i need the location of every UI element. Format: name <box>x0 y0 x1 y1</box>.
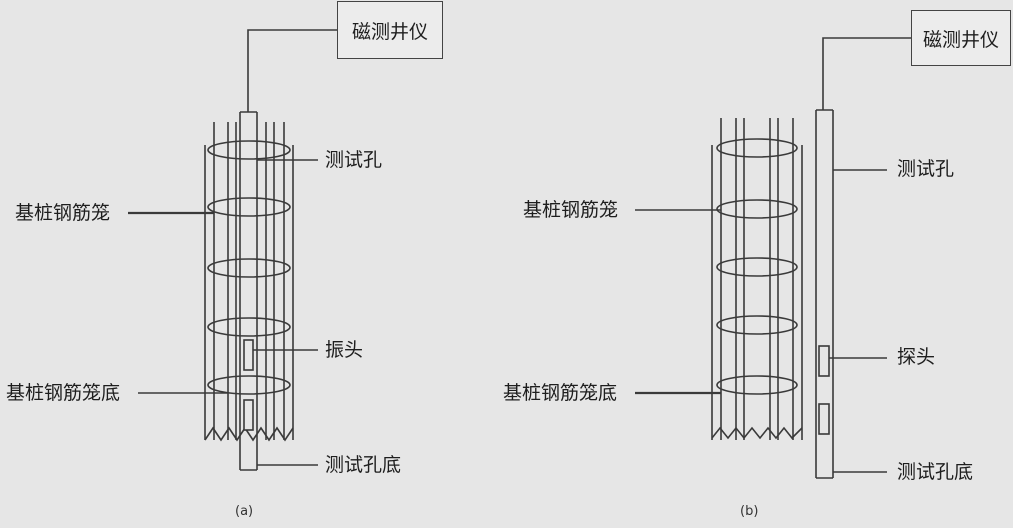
hole-bottom-label-b: 测试孔底 <box>897 461 974 483</box>
instrument-box-b: 磁测井仪 <box>911 10 1011 66</box>
instrument-label-a: 磁测井仪 <box>351 20 428 43</box>
probe-label-b: 探头 <box>897 346 936 368</box>
test-hole-b <box>815 109 834 479</box>
test-hole-label-a: 测试孔 <box>325 149 383 171</box>
test-hole-label-b: 测试孔 <box>897 158 955 180</box>
caption-a: (a) <box>235 504 254 519</box>
instrument-label-b: 磁测井仪 <box>922 28 999 51</box>
cage-label-a: 基桩钢筋笼 <box>15 202 111 224</box>
cable-b <box>822 37 911 110</box>
cage-b <box>711 118 803 440</box>
test-hole-a <box>239 111 258 471</box>
hole-bottom-label-a: 测试孔底 <box>325 454 402 476</box>
instrument-box-a: 磁测井仪 <box>337 1 443 59</box>
cage-bottom-label-b: 基桩钢筋笼底 <box>503 382 618 404</box>
cage-label-b: 基桩钢筋笼 <box>523 199 619 221</box>
cage-a <box>204 122 294 442</box>
caption-b: (b) <box>740 504 759 519</box>
cable-a <box>247 29 337 112</box>
cage-bottom-label-a: 基桩钢筋笼底 <box>6 382 121 404</box>
vibrator-label-a: 振头 <box>325 339 364 361</box>
